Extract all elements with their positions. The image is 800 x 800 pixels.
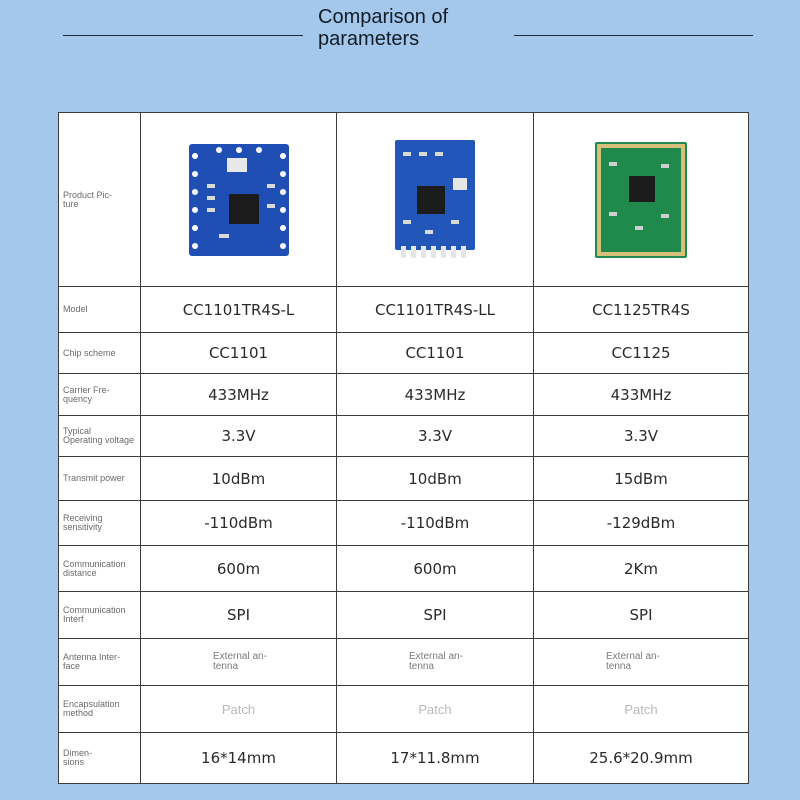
cell-value: CC1101TR4S-LL bbox=[336, 286, 534, 333]
row-label: Communication Interf bbox=[58, 591, 141, 639]
cell-value: 15dBm bbox=[533, 456, 749, 501]
cell-value: CC1125 bbox=[533, 332, 749, 374]
table-row: Receiving sensitivity-110dBm-110dBm-129d… bbox=[58, 500, 749, 546]
cell-value: CC1101TR4S-L bbox=[140, 286, 337, 333]
title-line-left bbox=[63, 35, 303, 36]
green-module-image bbox=[595, 141, 687, 258]
cell-value: External an- tenna bbox=[336, 638, 534, 686]
cell-value: -110dBm bbox=[140, 500, 337, 546]
cell-value: CC1125TR4S bbox=[533, 286, 749, 333]
row-label: Typical Operating voltage bbox=[58, 415, 141, 457]
row-label: Receiving sensitivity bbox=[58, 500, 141, 546]
row-label: Chip scheme bbox=[58, 332, 141, 374]
cell-value: Patch bbox=[140, 685, 337, 733]
row-label: Communication distance bbox=[58, 545, 141, 592]
cell-value: Patch bbox=[336, 685, 534, 733]
row-label: Model bbox=[58, 286, 141, 333]
cell-value: SPI bbox=[336, 591, 534, 639]
cell-value: -129dBm bbox=[533, 500, 749, 546]
cell-value: 2Km bbox=[533, 545, 749, 592]
product-picture-2 bbox=[336, 112, 534, 287]
row-label: Transmit power bbox=[58, 456, 141, 501]
cell-value: 433MHz bbox=[336, 373, 534, 416]
cell-value: External an- tenna bbox=[533, 638, 749, 686]
cell-value: 600m bbox=[140, 545, 337, 592]
cell-value: 16*14mm bbox=[140, 732, 337, 784]
cell-value: 17*11.8mm bbox=[336, 732, 534, 784]
cell-value: CC1101 bbox=[140, 332, 337, 374]
row-label: Carrier Fre- quency bbox=[58, 373, 141, 416]
cell-value: Patch bbox=[533, 685, 749, 733]
cell-value: External an- tenna bbox=[140, 638, 337, 686]
cell-value: 10dBm bbox=[336, 456, 534, 501]
cell-value: -110dBm bbox=[336, 500, 534, 546]
row-label: Encapsulation method bbox=[58, 685, 141, 733]
cell-value: 10dBm bbox=[140, 456, 337, 501]
cell-value: CC1101 bbox=[336, 332, 534, 374]
product-picture-1 bbox=[140, 112, 337, 287]
row-label: Antenna Inter- face bbox=[58, 638, 141, 686]
cell-value: SPI bbox=[140, 591, 337, 639]
cell-value: 25.6*20.9mm bbox=[533, 732, 749, 784]
row-label: Dimen- sions bbox=[58, 732, 141, 784]
blue-module-pins-image bbox=[395, 139, 475, 258]
page-title: Comparison of parameters bbox=[318, 6, 449, 50]
cell-value: 433MHz bbox=[140, 373, 337, 416]
cell-value: 3.3V bbox=[336, 415, 534, 457]
cell-value: SPI bbox=[533, 591, 749, 639]
row-label-picture: Product Pic- ture bbox=[58, 112, 141, 287]
product-picture-3 bbox=[533, 112, 749, 287]
title-line-right bbox=[514, 35, 753, 36]
cell-value: 3.3V bbox=[533, 415, 749, 457]
comparison-table: Product Pic- ture bbox=[58, 112, 749, 784]
cell-value: 433MHz bbox=[533, 373, 749, 416]
table-row-picture: Product Pic- ture bbox=[58, 112, 749, 287]
cell-value: 3.3V bbox=[140, 415, 337, 457]
blue-module-image bbox=[188, 143, 289, 256]
cell-value: 600m bbox=[336, 545, 534, 592]
